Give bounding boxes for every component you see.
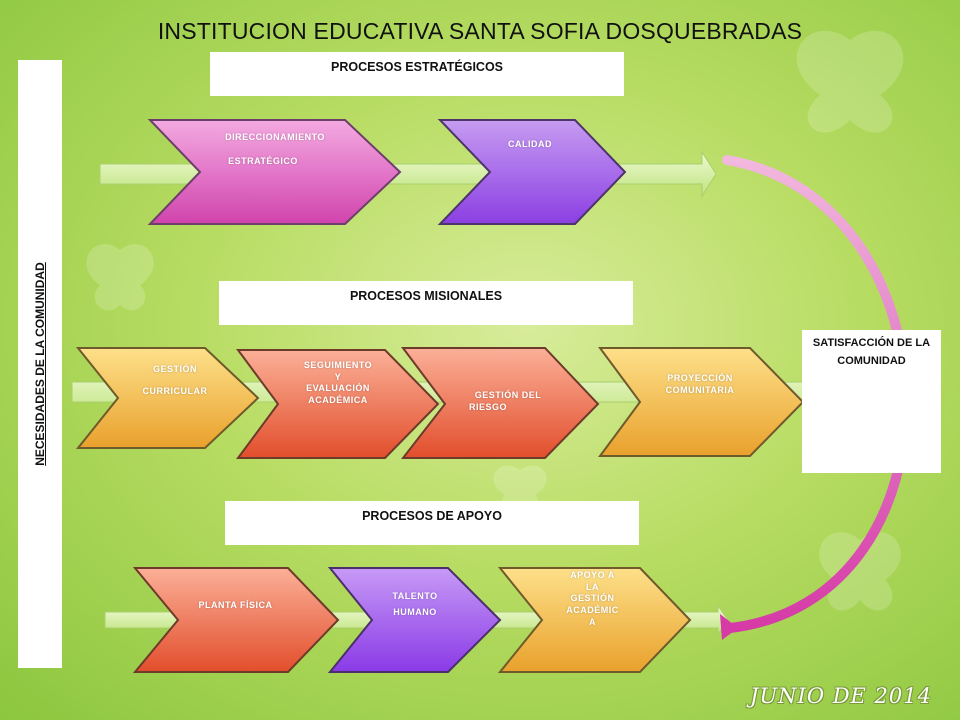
support-processes-header: PROCESOS DE APOYO <box>225 501 639 545</box>
footer-date: JUNIO DE 2014 <box>750 684 932 708</box>
chevron-gestion-curricular <box>75 347 260 449</box>
label-calidad: CALIDAD <box>508 139 552 149</box>
chevron-calidad <box>437 119 627 225</box>
label-planta-fisica: PLANTA FÍSICA <box>198 600 273 610</box>
chevron-direccionamiento <box>147 119 402 225</box>
chevron-planta-fisica <box>132 567 340 673</box>
butterfly-decorations <box>86 30 904 611</box>
strategic-processes-header: PROCESOS ESTRATÉGICOS <box>210 52 624 96</box>
chevron-talento-humano <box>327 567 502 673</box>
page-title: INSTITUCION EDUCATIVA SANTA SOFIA DOSQUE… <box>157 18 803 44</box>
needs-panel <box>18 60 62 668</box>
chevron-seguimiento <box>236 349 440 459</box>
chevron-gestion-riesgo <box>400 347 600 459</box>
missional-processes-header: PROCESOS MISIONALES <box>219 281 633 325</box>
community-satisfaction-box: SATISFACCIÓN DE LA COMUNIDAD <box>802 330 941 473</box>
chevron-apoyo-gestion <box>497 567 692 673</box>
needs-label: NECESIDADES DE LA COMUNIDAD <box>33 262 47 466</box>
arc-arrowhead <box>720 614 738 640</box>
chevron-proyeccion <box>598 347 805 457</box>
